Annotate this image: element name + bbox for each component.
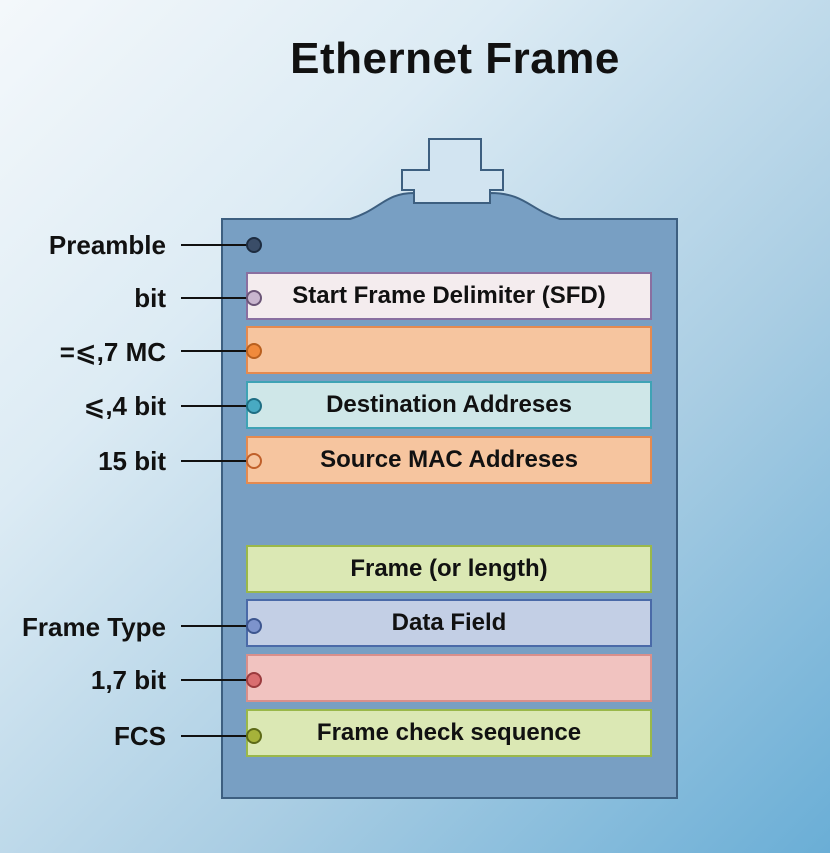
label-preamble: Preamble (48, 230, 166, 260)
marker-dot (246, 618, 262, 634)
leader-line (181, 625, 247, 627)
label-one-seven-bit: 1,7 bit (90, 665, 166, 695)
field-sfd: Start Frame Delimiter (SFD) (246, 272, 652, 320)
leader-line (181, 679, 247, 681)
field-frame-length: Frame (or length) (246, 545, 652, 593)
field-label: Destination Addreses (326, 391, 572, 418)
field-label: Source MAC Addreses (320, 446, 578, 473)
field-label: Frame (or length) (350, 555, 548, 582)
label-bit: bit (134, 283, 166, 313)
marker-dot (246, 398, 262, 414)
connector-plug-top (401, 138, 504, 204)
marker-dot (246, 237, 262, 253)
field-label: Start Frame Delimiter (SFD) (292, 282, 606, 309)
leader-line (181, 735, 247, 737)
label-four-bit: ⩽,4 bit (83, 391, 166, 421)
leader-line (181, 350, 247, 352)
leader-line (181, 460, 247, 462)
field-data: Data Field (246, 599, 652, 647)
marker-dot (246, 453, 262, 469)
leader-line (181, 244, 247, 246)
field-blank-red (246, 654, 652, 702)
field-destination: Destination Addreses (246, 381, 652, 429)
label-frame-type: Frame Type (21, 612, 166, 642)
label-mc: =⩽,7 MC (59, 337, 166, 367)
leader-line (181, 297, 247, 299)
diagram-title: Ethernet Frame (290, 34, 620, 83)
label-fifteen-bit: 15 bit (98, 446, 166, 476)
field-label: Frame check sequence (316, 719, 582, 746)
marker-dot (246, 672, 262, 688)
marker-dot (246, 728, 262, 744)
field-blank-orange (246, 326, 652, 374)
marker-dot (246, 343, 262, 359)
label-fcs: FCS (114, 721, 166, 751)
field-label: Data Field (391, 609, 507, 636)
field-fcs: Frame check sequence (246, 709, 652, 757)
leader-line (181, 405, 247, 407)
marker-dot (246, 290, 262, 306)
field-source-mac: Source MAC Addreses (246, 436, 652, 484)
